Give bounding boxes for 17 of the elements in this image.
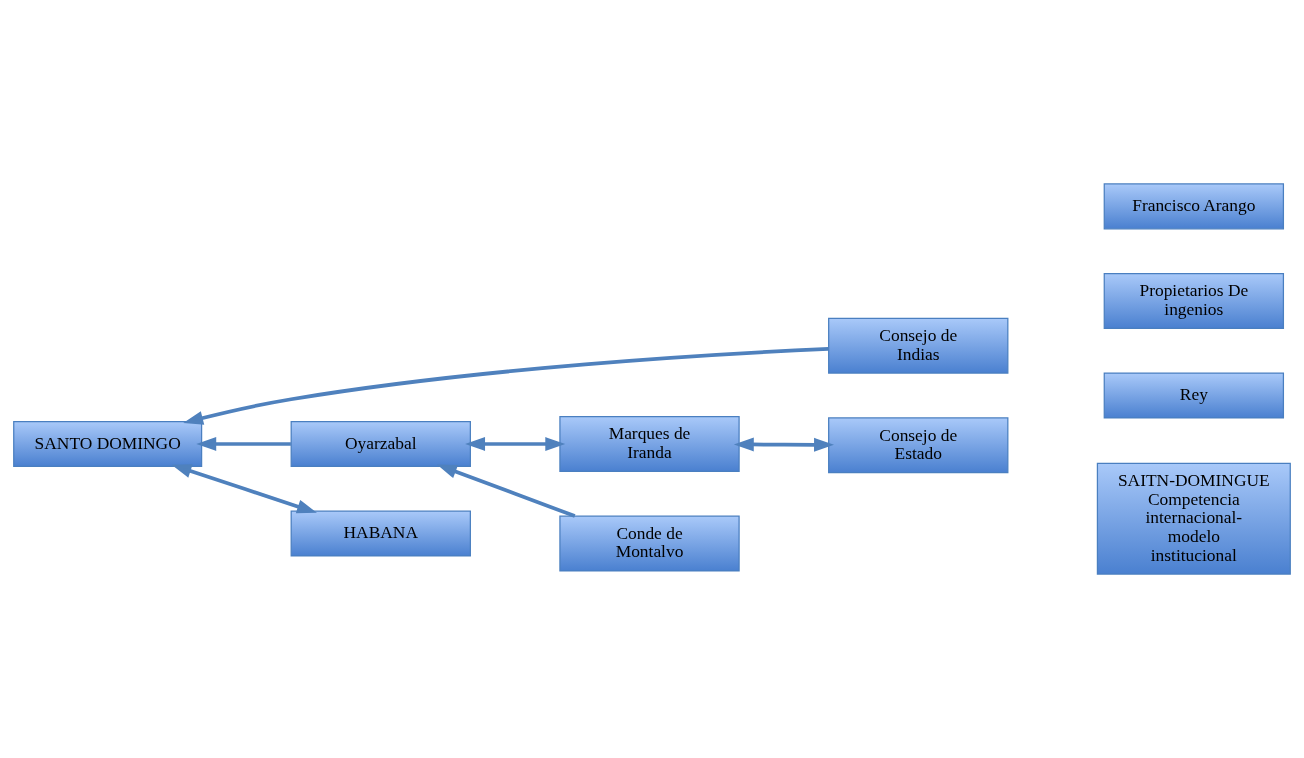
node-box: Propietarios De ingenios (1103, 272, 1285, 329)
arrow (733, 437, 834, 452)
arrow (465, 437, 566, 451)
node-box: HABANA (290, 510, 471, 557)
node-box: Consejo de Estado (828, 417, 1009, 474)
node-box: Marques de Iranda (559, 416, 740, 472)
arrow (196, 437, 291, 451)
node-box: SANTO DOMINGO (13, 421, 203, 467)
node-box: Oyarzabal (290, 421, 471, 467)
node-box: Consejo de Indias (828, 317, 1009, 374)
node-box: SAITN-DOMINGUE Competencia internacional-modelo institucional (1096, 462, 1291, 575)
node-box: Rey (1103, 372, 1285, 419)
arrow (183, 347, 829, 425)
node-box: Francisco Arango (1103, 183, 1285, 230)
node-box: Conde de Montalvo (559, 515, 740, 572)
arrow (171, 464, 317, 514)
arrow (436, 464, 576, 518)
